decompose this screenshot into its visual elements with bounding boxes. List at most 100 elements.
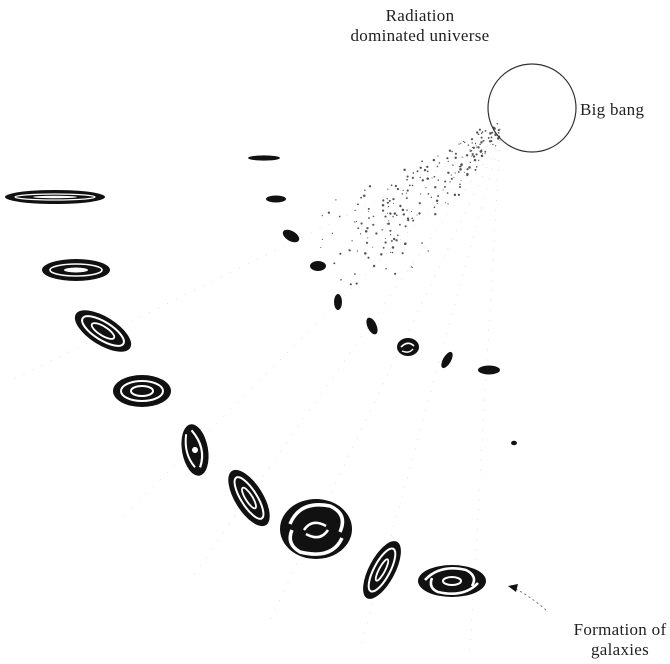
radiation-dot bbox=[406, 189, 409, 192]
radiation-dot bbox=[481, 153, 483, 155]
radiation-dot bbox=[467, 144, 470, 146]
radiation-dot bbox=[367, 207, 370, 210]
radiation-dot bbox=[474, 168, 477, 171]
radiation-dot bbox=[465, 154, 469, 157]
label-formation-line2: galaxies bbox=[590, 640, 650, 659]
radiation-dot bbox=[421, 242, 423, 244]
radiation-dot bbox=[432, 158, 436, 162]
radiation-dot bbox=[489, 132, 492, 135]
radiation-dot bbox=[351, 240, 353, 242]
radiation-dot bbox=[449, 181, 451, 183]
radiation-dot bbox=[384, 241, 387, 244]
radiation-dot bbox=[475, 153, 478, 156]
radiation-dot bbox=[480, 149, 483, 152]
radiation-dot bbox=[434, 186, 437, 189]
radiation-dot bbox=[481, 151, 483, 153]
radiation-dot bbox=[479, 143, 481, 146]
radiation-dot bbox=[463, 141, 466, 144]
radiation-dot bbox=[438, 162, 441, 164]
radiation-dot bbox=[393, 212, 397, 215]
radiation-dot bbox=[446, 192, 449, 194]
radiation-dot bbox=[494, 145, 497, 147]
galaxy-small-spiral bbox=[397, 338, 419, 356]
galaxy-sequence-outer bbox=[5, 190, 486, 599]
radiation-dot bbox=[460, 163, 463, 166]
radiation-dot bbox=[458, 185, 462, 189]
label-radiation-line2: dominated universe bbox=[350, 26, 490, 45]
radiation-dot bbox=[418, 212, 421, 215]
radiation-dot bbox=[470, 150, 473, 152]
radiation-dot bbox=[447, 171, 450, 175]
radiation-dot bbox=[433, 206, 436, 209]
radiation-dot bbox=[421, 179, 425, 182]
radiation-dot bbox=[472, 146, 475, 149]
galaxy-spiral bbox=[74, 310, 132, 352]
radiation-dot bbox=[499, 128, 501, 130]
radiation-dot bbox=[437, 195, 440, 197]
big-bang-circle bbox=[487, 63, 577, 153]
radiation-dot bbox=[484, 129, 487, 132]
radiation-dot bbox=[389, 234, 392, 236]
radiation-dot bbox=[404, 242, 407, 245]
radiation-dot bbox=[372, 246, 374, 248]
radiation-dot bbox=[473, 158, 477, 162]
radiation-dot bbox=[384, 215, 387, 218]
radiation-dot bbox=[386, 197, 388, 200]
radiation-dot bbox=[436, 203, 438, 205]
radiation-dot bbox=[403, 168, 406, 172]
radiation-dot bbox=[357, 227, 360, 230]
galaxy-spiral bbox=[181, 424, 209, 476]
radiation-dot bbox=[320, 247, 322, 249]
radiation-dot bbox=[444, 180, 447, 183]
radiation-dot bbox=[454, 152, 457, 155]
radiation-dot bbox=[447, 160, 449, 163]
radiation-dot bbox=[480, 132, 483, 134]
radiation-dot bbox=[471, 155, 473, 157]
radiation-dots bbox=[320, 122, 501, 286]
radiation-dot bbox=[354, 273, 356, 275]
radiation-dot bbox=[435, 199, 439, 203]
radiation-dot bbox=[470, 138, 474, 141]
galaxy-spiral-large bbox=[280, 499, 352, 559]
radiation-dot bbox=[490, 136, 493, 139]
radiation-dot bbox=[423, 168, 427, 172]
galaxy-spiral bbox=[418, 565, 486, 597]
radiation-dot bbox=[388, 199, 391, 202]
radiation-dot bbox=[365, 241, 369, 244]
radiation-dot bbox=[402, 189, 404, 191]
radiation-dot bbox=[433, 175, 436, 178]
radiation-dot bbox=[453, 176, 455, 178]
radiation-dot bbox=[425, 187, 427, 189]
radiation-dot bbox=[395, 214, 398, 217]
radiation-dot bbox=[401, 193, 404, 195]
radiation-dot bbox=[426, 170, 429, 173]
radiation-dot bbox=[389, 229, 392, 232]
radiation-dot bbox=[360, 196, 362, 199]
radiation-dot bbox=[391, 251, 394, 254]
radiation-dot bbox=[410, 266, 413, 268]
radiation-dot bbox=[393, 202, 395, 204]
radiation-dot bbox=[399, 223, 401, 226]
radiation-dot bbox=[335, 199, 337, 201]
radiation-dot bbox=[446, 157, 449, 160]
radiation-dot bbox=[390, 184, 393, 187]
radiation-dot bbox=[406, 209, 408, 211]
radiation-dot bbox=[450, 177, 453, 180]
galaxy-blob bbox=[334, 294, 342, 310]
radiation-dot bbox=[396, 234, 399, 237]
label-radiation-line1: Radiation bbox=[385, 6, 455, 25]
radiation-dot bbox=[427, 250, 429, 252]
radiation-dot bbox=[434, 213, 437, 216]
faint-line bbox=[11, 139, 501, 381]
radiation-dot bbox=[354, 221, 356, 223]
radiation-dot bbox=[481, 131, 484, 133]
radiation-dot bbox=[381, 203, 385, 207]
radiation-dot bbox=[494, 134, 497, 137]
radiation-dot bbox=[348, 249, 351, 252]
radiation-dot bbox=[462, 140, 465, 143]
radiation-dot bbox=[364, 252, 367, 255]
radiation-dot bbox=[367, 256, 370, 259]
radiation-dot bbox=[385, 268, 387, 270]
radiation-dot bbox=[363, 194, 366, 197]
